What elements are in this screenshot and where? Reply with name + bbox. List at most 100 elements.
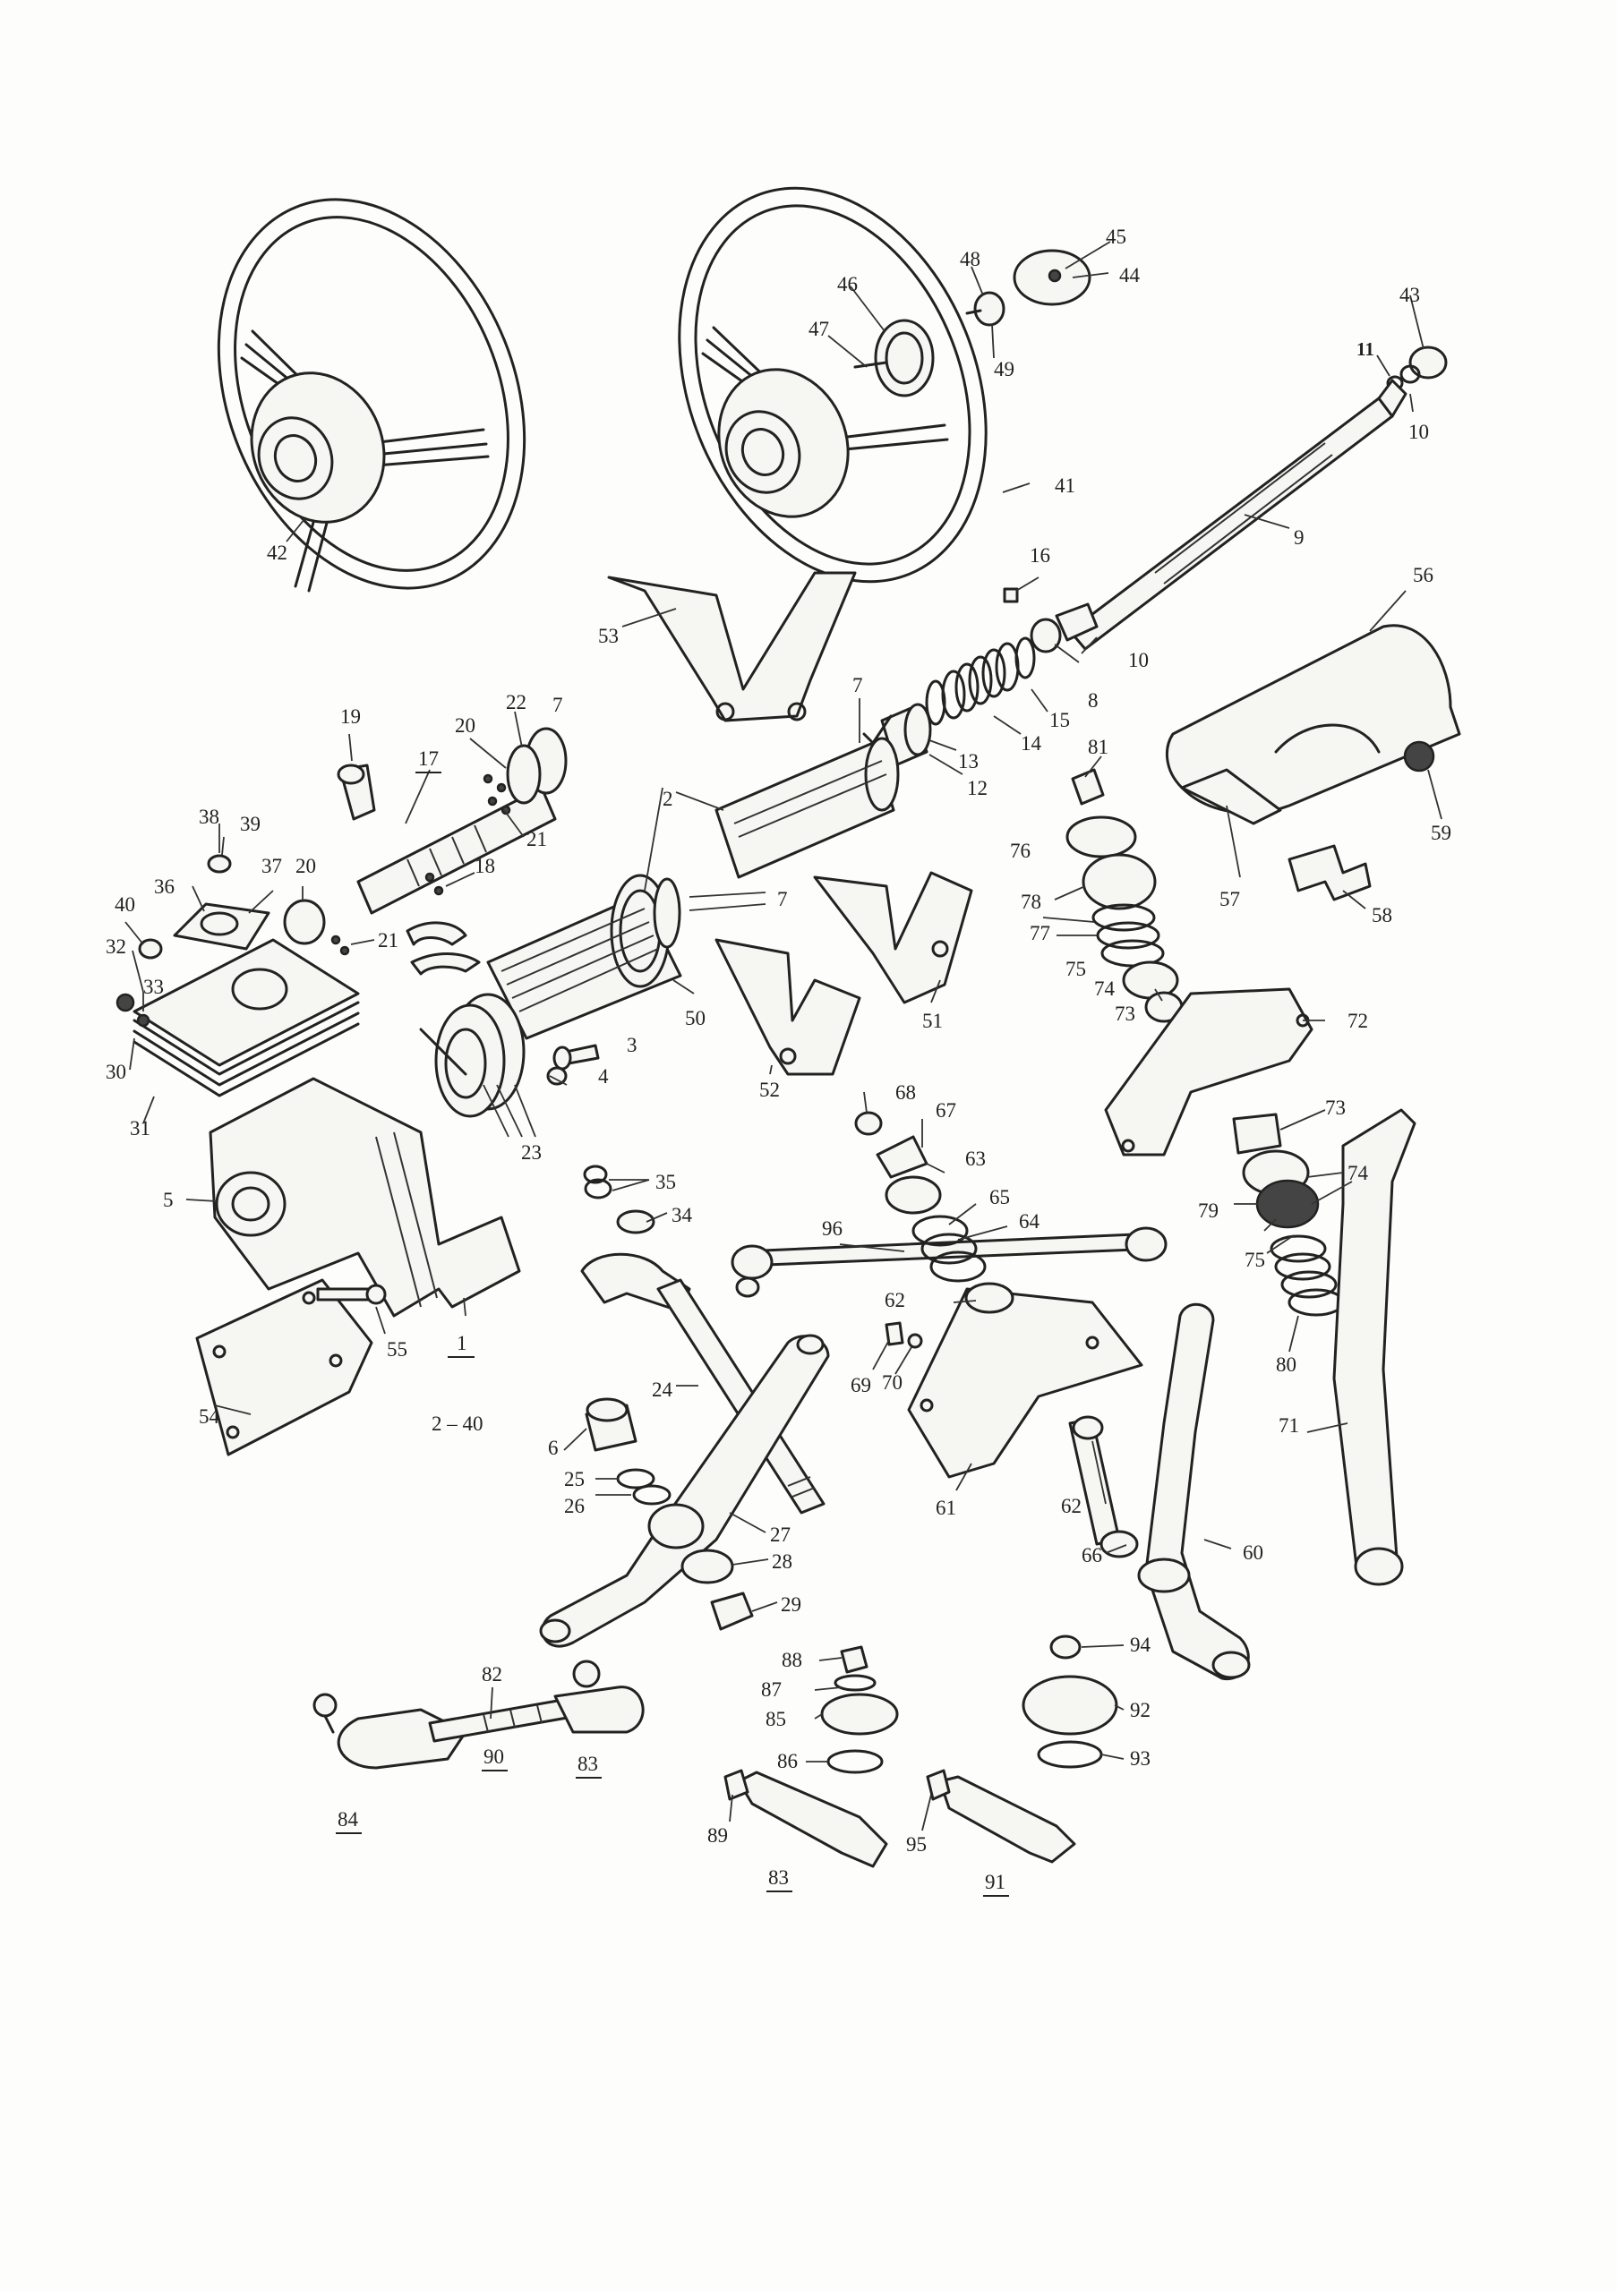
- label-36: 36: [154, 875, 175, 898]
- label-94: 94: [1130, 1634, 1151, 1656]
- label-72: 72: [1348, 1010, 1368, 1032]
- gaskets-23: [419, 993, 526, 1118]
- label-51: 51: [922, 1010, 943, 1032]
- label-21-race: 21: [378, 929, 398, 952]
- label-37: 37: [261, 855, 282, 877]
- label-16: 16: [1030, 544, 1050, 567]
- label-20-seal: 20: [295, 855, 316, 877]
- label-32: 32: [106, 935, 126, 958]
- label-60: 60: [1243, 1541, 1263, 1564]
- label-67: 67: [936, 1099, 956, 1122]
- label-83-end: 83: [768, 1866, 789, 1889]
- callout-labels: 1 2 – 40 2 3 4 5 6 7 7 7 8 9 10 10 11 12…: [106, 226, 1451, 1897]
- label-12: 12: [967, 777, 988, 799]
- label-55: 55: [387, 1338, 407, 1361]
- label-14: 14: [1021, 732, 1042, 755]
- label-61: 61: [936, 1497, 956, 1519]
- label-1: 1: [457, 1332, 467, 1354]
- label-25: 25: [564, 1468, 585, 1490]
- label-71: 71: [1279, 1414, 1299, 1437]
- label-86: 86: [777, 1750, 798, 1772]
- clip-58: [1288, 844, 1372, 901]
- label-65: 65: [989, 1186, 1010, 1208]
- idler-plate-61: [907, 1282, 1143, 1479]
- label-34: 34: [672, 1204, 693, 1226]
- label-58: 58: [1372, 904, 1392, 926]
- label-28: 28: [772, 1550, 792, 1573]
- column-jacket-50: [486, 874, 682, 1040]
- leader-lines: [124, 241, 1442, 1831]
- label-2-40: 2 – 40: [432, 1413, 483, 1435]
- label-47: 47: [808, 318, 829, 340]
- label-85: 85: [766, 1708, 786, 1730]
- horn-push-assembly: [853, 249, 1091, 397]
- label-79: 79: [1198, 1199, 1219, 1222]
- inner-column-9: [1068, 379, 1407, 651]
- label-54: 54: [199, 1405, 220, 1428]
- washer-nut-29: [680, 1549, 754, 1631]
- drop-arm-71: [1332, 1108, 1416, 1586]
- label-74-lower: 74: [1348, 1162, 1369, 1184]
- label-5: 5: [163, 1189, 174, 1211]
- label-7-gear: 7: [552, 694, 563, 716]
- track-rod-end-91: [926, 1635, 1118, 1864]
- label-56: 56: [1413, 564, 1433, 586]
- label-89: 89: [707, 1824, 728, 1847]
- label-10-top: 10: [1408, 421, 1429, 443]
- label-73-lower: 73: [1325, 1097, 1346, 1119]
- column-lower-end: [1030, 602, 1099, 653]
- label-39: 39: [240, 813, 261, 835]
- label-24: 24: [652, 1378, 673, 1401]
- lower-stack-73: [1232, 1113, 1345, 1317]
- side-cover-shims: [116, 938, 360, 1097]
- label-74-upper: 74: [1094, 977, 1116, 1000]
- label-66: 66: [1082, 1544, 1102, 1566]
- steering-box-5: [209, 1077, 521, 1318]
- label-59: 59: [1431, 822, 1451, 844]
- label-29: 29: [781, 1593, 801, 1616]
- label-70: 70: [882, 1371, 903, 1394]
- label-75-lower: 75: [1245, 1249, 1265, 1271]
- grease-nipple-69: [885, 1321, 923, 1349]
- label-45: 45: [1106, 226, 1126, 248]
- label-62-bottom: 62: [1061, 1495, 1082, 1517]
- label-69: 69: [851, 1374, 871, 1396]
- idler-spindle-62: [1068, 1415, 1139, 1558]
- drop-arm-27: [539, 1334, 830, 1648]
- worm-gear-17: [330, 727, 568, 976]
- label-80: 80: [1276, 1353, 1296, 1376]
- label-21-gear: 21: [526, 828, 547, 850]
- upper-stack-81: [1065, 768, 1184, 1023]
- label-8: 8: [1088, 689, 1099, 712]
- spring-14: [925, 636, 1036, 726]
- bolt-3-washer-4: [546, 1044, 600, 1086]
- label-9: 9: [1294, 526, 1305, 549]
- label-20-gear: 20: [455, 714, 475, 737]
- label-7-top: 7: [852, 674, 863, 696]
- label-77: 77: [1030, 922, 1050, 944]
- label-50: 50: [685, 1007, 706, 1029]
- steering-wheel-41: [678, 186, 988, 584]
- label-81: 81: [1088, 736, 1108, 758]
- label-35: 35: [655, 1171, 676, 1193]
- label-23: 23: [521, 1141, 542, 1164]
- bracket-51: [813, 871, 973, 1004]
- label-91: 91: [985, 1871, 1005, 1893]
- bracket-53: [607, 571, 857, 722]
- label-33: 33: [143, 976, 164, 998]
- label-64: 64: [1019, 1210, 1040, 1233]
- label-87: 87: [761, 1678, 782, 1701]
- label-53: 53: [598, 625, 619, 647]
- track-rod-82: [312, 1660, 645, 1770]
- label-30: 30: [106, 1061, 126, 1083]
- label-7-bottom: 7: [777, 888, 788, 910]
- label-2: 2: [663, 788, 673, 810]
- label-40: 40: [115, 893, 135, 916]
- label-57: 57: [1219, 888, 1240, 910]
- label-49: 49: [994, 358, 1014, 380]
- label-38: 38: [199, 806, 219, 828]
- label-73-upper: 73: [1115, 1003, 1135, 1025]
- steering-wheel-42: [217, 198, 526, 593]
